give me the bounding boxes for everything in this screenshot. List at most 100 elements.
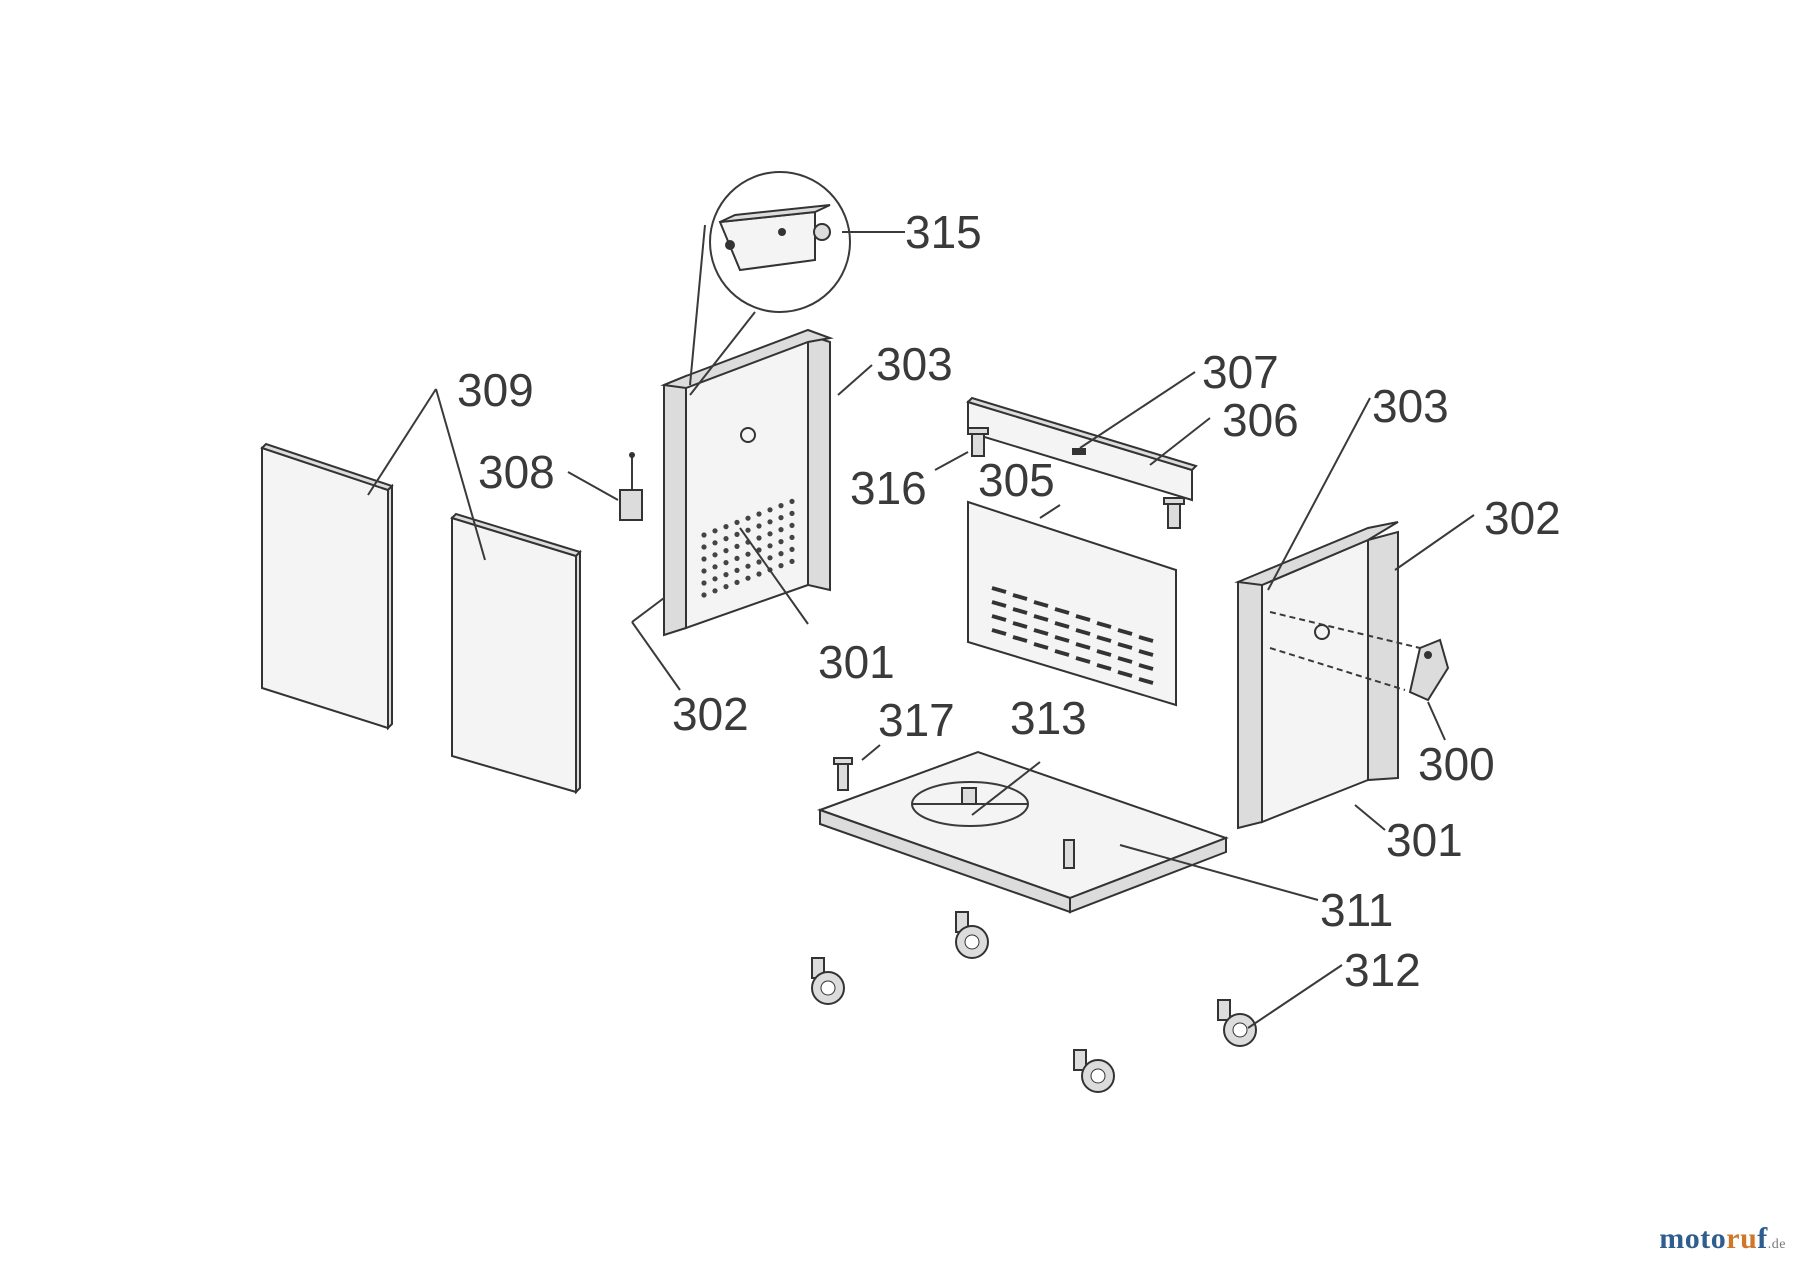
- label-315: 315: [905, 206, 982, 258]
- vent-hole: [701, 556, 707, 562]
- vent-slot: [1012, 621, 1028, 629]
- pin-316-right: [1163, 497, 1185, 529]
- vent-hole: [701, 580, 707, 586]
- vent-slot: [1054, 649, 1070, 657]
- magnet-catch: [619, 452, 643, 521]
- vent-hole: [712, 552, 718, 558]
- vent-hole: [778, 563, 784, 569]
- vent-slot: [1096, 663, 1112, 671]
- vent-hole: [701, 544, 707, 550]
- vent-hole: [723, 560, 729, 566]
- vent-slot: [1096, 649, 1112, 657]
- vent-slot: [1075, 642, 1091, 650]
- vent-slot: [1096, 621, 1112, 629]
- vent-hole: [767, 543, 773, 549]
- label-302-right: 302: [1484, 492, 1561, 544]
- right-side-panel: [1234, 521, 1421, 830]
- vent-hole: [723, 584, 729, 590]
- label-307: 307: [1202, 346, 1279, 398]
- top-rail: [966, 396, 1198, 502]
- vent-hole: [745, 527, 751, 533]
- vent-slot: [1033, 600, 1049, 608]
- vent-hole: [789, 522, 795, 529]
- vent-slot: [1054, 607, 1070, 615]
- vent-hole: [723, 524, 729, 530]
- label-302-left: 302: [672, 688, 749, 740]
- site-watermark: motoruf.de: [1659, 1222, 1786, 1256]
- vent-hole: [734, 555, 740, 562]
- vent-hole: [745, 575, 751, 581]
- back-panel-vents: [991, 586, 1154, 685]
- vent-hole: [712, 540, 718, 546]
- door-left: [260, 442, 394, 731]
- vent-hole: [734, 519, 740, 526]
- vent-slot: [1117, 642, 1133, 650]
- label-308: 308: [478, 446, 555, 498]
- vent-hole: [723, 536, 729, 542]
- pin-base-right: [1063, 839, 1075, 869]
- watermark-part2: ru: [1726, 1222, 1758, 1255]
- vent-slot: [991, 628, 1007, 636]
- vent-hole: [745, 563, 751, 569]
- vent-slot: [1138, 649, 1154, 657]
- vent-slot: [1033, 628, 1049, 636]
- vent-hole: [778, 515, 784, 521]
- vent-hole: [756, 559, 762, 565]
- vent-hole: [767, 555, 773, 561]
- vent-hole: [734, 531, 740, 538]
- vent-slot: [1012, 607, 1028, 615]
- vent-slot: [1117, 656, 1133, 664]
- left-panel-vent-holes: [701, 498, 795, 598]
- vent-hole: [778, 503, 784, 509]
- vent-slot: [1012, 593, 1028, 601]
- vent-hole: [767, 507, 773, 513]
- label-300: 300: [1418, 738, 1495, 790]
- vent-slot: [1117, 670, 1133, 678]
- vent-slot: [1138, 663, 1154, 671]
- vent-hole: [756, 535, 762, 541]
- vent-slot: [1075, 656, 1091, 664]
- vent-slot: [991, 614, 1007, 622]
- watermark-part1: moto: [1659, 1222, 1727, 1255]
- vent-hole: [723, 572, 729, 578]
- label-305: 305: [978, 454, 1055, 506]
- vent-hole: [745, 551, 751, 557]
- door-right: [450, 512, 582, 795]
- vent-hole: [701, 592, 707, 598]
- label-316: 316: [850, 462, 927, 514]
- vent-slot: [1096, 635, 1112, 643]
- vent-slot: [1054, 635, 1070, 643]
- label-303-right: 303: [1372, 380, 1449, 432]
- label-303-left: 303: [876, 338, 953, 390]
- vent-slot: [1033, 614, 1049, 622]
- vent-slot: [1138, 677, 1154, 685]
- vent-hole: [723, 548, 729, 554]
- vent-hole: [778, 539, 784, 545]
- vent-hole: [789, 510, 795, 516]
- vent-hole: [712, 528, 718, 534]
- label-313: 313: [1010, 692, 1087, 744]
- vent-slot: [1054, 621, 1070, 629]
- vent-slot: [1075, 614, 1091, 622]
- vent-slot: [1075, 628, 1091, 636]
- label-312: 312: [1344, 944, 1421, 996]
- caster-2: [811, 957, 845, 1005]
- label-311: 311: [1320, 884, 1393, 936]
- vent-hole: [734, 579, 740, 586]
- vent-slot: [1138, 635, 1154, 643]
- pin-317: [833, 757, 853, 791]
- vent-hole: [789, 546, 795, 553]
- label-309: 309: [457, 364, 534, 416]
- vent-hole: [767, 531, 773, 537]
- back-panel: [967, 500, 1177, 707]
- watermark-suffix: .de: [1767, 1237, 1786, 1252]
- pin-316-left: [967, 427, 989, 457]
- vent-hole: [756, 523, 762, 529]
- label-317: 317: [878, 694, 955, 746]
- watermark-part3: f: [1757, 1222, 1768, 1255]
- caster-4: [1073, 1049, 1115, 1093]
- vent-slot: [1117, 628, 1133, 636]
- vent-hole: [712, 576, 718, 582]
- vent-hole: [756, 571, 762, 577]
